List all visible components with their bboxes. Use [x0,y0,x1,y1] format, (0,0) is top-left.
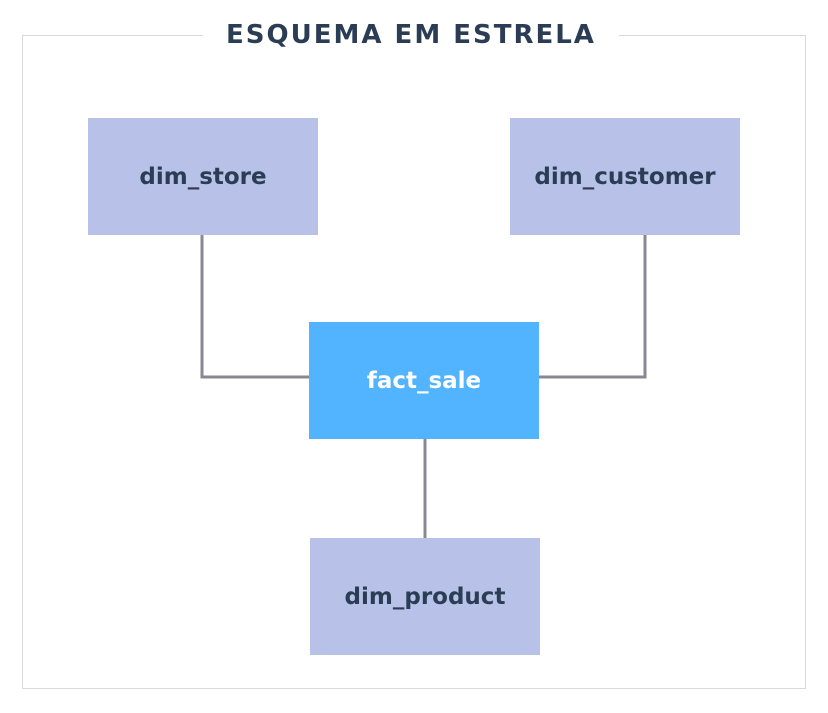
diagram-title: ESQUEMA EM ESTRELA [226,20,596,50]
dim-customer-node: dim_customer [510,118,740,235]
fact-sale-label: fact_sale [366,367,482,394]
dim-customer-label: dim_customer [534,163,716,190]
dim-store-label: dim_store [139,163,267,190]
dim-product-node: dim_product [310,538,540,655]
connector-fact-store [200,235,309,379]
dim-store-node: dim_store [88,118,318,235]
title-container: ESQUEMA EM ESTRELA [203,16,619,54]
dim-product-label: dim_product [344,583,506,610]
fact-sale-node: fact_sale [309,322,539,439]
connector-fact-customer [539,235,647,379]
